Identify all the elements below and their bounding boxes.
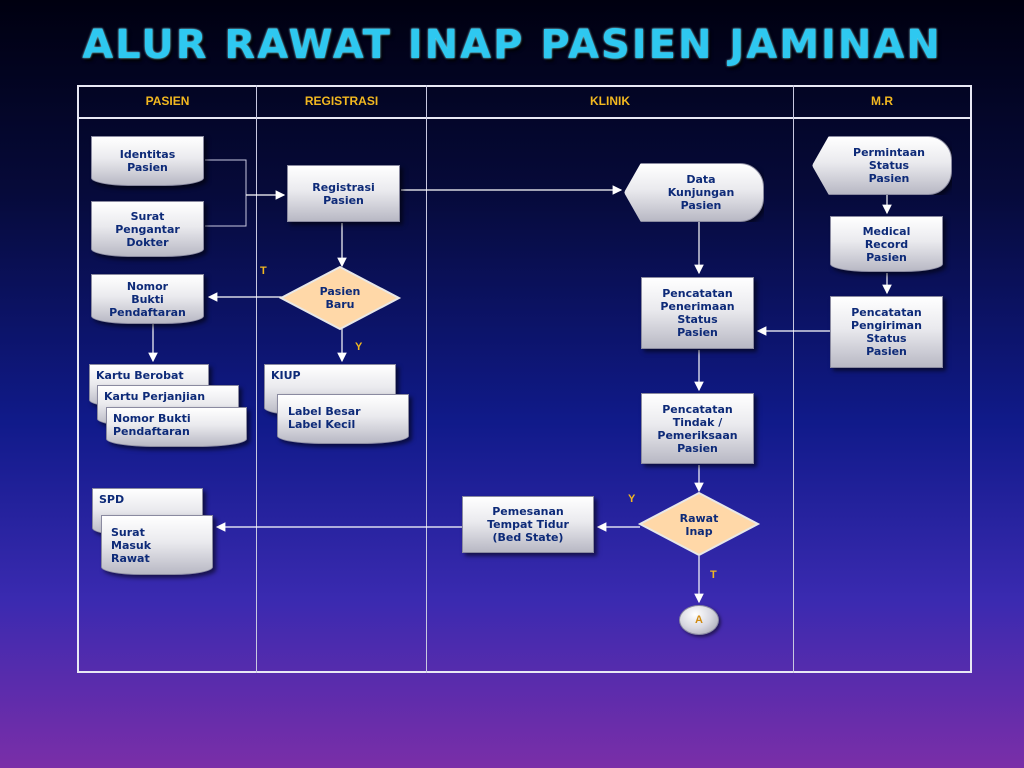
lane-divider xyxy=(426,85,427,673)
node-pencatatan-penerimaan: Pencatatan Penerimaan Status Pasien xyxy=(641,277,754,349)
node-identitas-pasien: Identitas Pasien xyxy=(91,136,204,186)
node-data-kunjungan: Data Kunjungan Pasien xyxy=(624,163,764,222)
lane-header-klinik: KLINIK xyxy=(590,94,630,108)
decision-pasien-baru xyxy=(278,265,402,331)
node-nomor-bukti: Nomor Bukti Pendaftaran xyxy=(91,274,204,324)
lane-divider xyxy=(793,85,794,673)
decision-rawat-inap-label: Rawat Inap xyxy=(679,512,719,538)
node-label: Label Besar Label Kecil xyxy=(277,394,409,444)
lane-header-mr: M.R xyxy=(871,94,893,108)
node-pemesanan-tempat-tidur: Pemesanan Tempat Tidur (Bed State) xyxy=(462,496,594,553)
node-permintaan-status: Permintaan Status Pasien xyxy=(812,136,952,195)
node-surat-pengantar: Surat Pengantar Dokter xyxy=(91,201,204,257)
decision-pasien-baru-label: Pasien Baru xyxy=(319,285,361,311)
decision-label-t: T xyxy=(710,569,717,581)
connector-a: A xyxy=(679,605,719,635)
lane-header-pasien: PASIEN xyxy=(145,94,190,108)
node-surat-masuk-rawat: Surat Masuk Rawat xyxy=(101,515,213,575)
lane-divider xyxy=(256,85,257,673)
node-pencatatan-pengiriman: Pencatatan Pengiriman Status Pasien xyxy=(830,296,943,368)
decision-label-y: Y xyxy=(355,341,363,353)
swimlane-frame xyxy=(77,85,972,673)
node-pencatatan-tindak: Pencatatan Tindak / Pemeriksaan Pasien xyxy=(641,393,754,464)
header-divider xyxy=(77,117,972,119)
page-title: ALUR RAWAT INAP PASIEN JAMINAN xyxy=(82,22,942,68)
node-medical-record: Medical Record Pasien xyxy=(830,216,943,272)
decision-label-t: T xyxy=(260,265,267,277)
node-nomor-bukti-2: Nomor Bukti Pendaftaran xyxy=(106,407,247,447)
node-registrasi-pasien: Registrasi Pasien xyxy=(287,165,400,222)
decision-rawat-inap xyxy=(637,491,761,557)
decision-label-y: Y xyxy=(628,493,636,505)
lane-header-registrasi: REGISTRASI xyxy=(304,94,379,108)
